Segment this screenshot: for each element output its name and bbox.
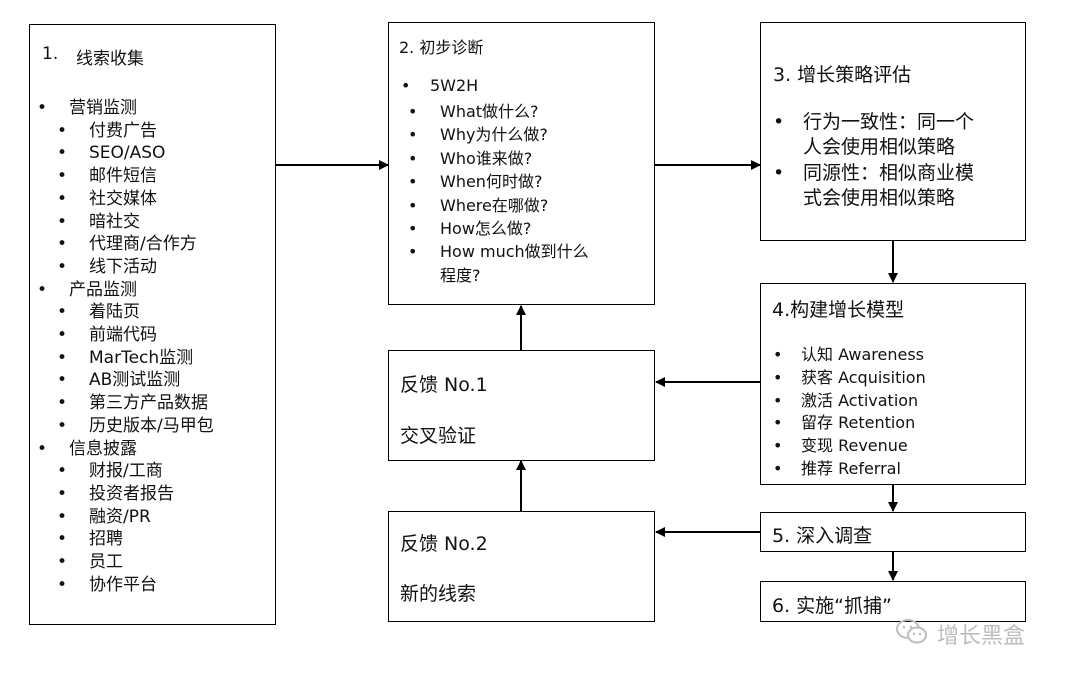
box3-bullet-marker: • bbox=[773, 162, 785, 184]
list-item: 邮件短信 bbox=[57, 165, 214, 188]
list-item: 推荐 Referral bbox=[773, 458, 926, 481]
list-item: 着陆页 bbox=[57, 301, 214, 324]
list-item: 暗社交 bbox=[57, 211, 214, 234]
list-item: 激活 Activation bbox=[773, 390, 926, 413]
box1-title: 线索收集 bbox=[76, 49, 144, 69]
box5-title: 5. 深入调查 bbox=[772, 525, 873, 547]
box1-title-number: 1. bbox=[42, 44, 59, 64]
group-product: 产品监测 bbox=[37, 279, 240, 302]
list-item: 协作平台 bbox=[57, 574, 214, 597]
group-label: 营销监测 bbox=[69, 98, 137, 118]
list-item: 获客 Acquisition bbox=[773, 367, 926, 390]
list-item: 历史版本/马甲包 bbox=[57, 415, 214, 438]
box2-bullet: 5W2H bbox=[430, 76, 479, 95]
box3-point1-line2: 人会使用相似策略 bbox=[803, 136, 956, 158]
list-item: MarTech监测 bbox=[57, 347, 214, 370]
list-item: 社交媒体 bbox=[57, 188, 214, 211]
box3-bullet-marker: • bbox=[773, 111, 785, 133]
list-item: 财报/工商 bbox=[57, 460, 214, 483]
group-marketing: 营销监测 bbox=[37, 97, 240, 120]
box-deep-investigation bbox=[760, 512, 1026, 552]
list-item: When何时做? bbox=[408, 170, 589, 194]
list-item-continuation: 程度? bbox=[440, 265, 481, 285]
group-label: 信息披露 bbox=[69, 438, 137, 459]
box2-list: What做什么? Why为什么做? Who谁来做? When何时做? Where… bbox=[408, 100, 589, 287]
list-item: 留存 Retention bbox=[773, 412, 926, 435]
box3-point1-line1: 行为一致性：同一个 bbox=[803, 111, 975, 133]
box-feedback-2 bbox=[388, 511, 655, 622]
box-implement-capture bbox=[760, 581, 1026, 622]
list-item: AB测试监测 bbox=[57, 369, 214, 392]
list-item: 认知 Awareness bbox=[773, 344, 926, 367]
box4-title: 4.构建增长模型 bbox=[772, 299, 905, 321]
list-item: Who谁来做? bbox=[408, 147, 589, 171]
list-item: 付费广告 bbox=[57, 120, 214, 143]
list-item: 融资/PR bbox=[57, 506, 214, 529]
list-item: SEO/ASO bbox=[57, 142, 214, 165]
box4-list: 认知 Awareness 获客 Acquisition 激活 Activatio… bbox=[773, 344, 926, 481]
box3-title: 3. 增长策略评估 bbox=[773, 64, 912, 86]
box2-bullet-marker: • bbox=[401, 76, 411, 95]
box-feedback-1 bbox=[388, 350, 655, 461]
watermark-text: 增长黑盒 bbox=[937, 624, 1026, 649]
box3-point2-line2: 式会使用相似策略 bbox=[803, 187, 956, 209]
box1-list: 营销监测 付费广告 SEO/ASO 邮件短信 社交媒体 暗社交 代理商/合作方 … bbox=[37, 97, 214, 597]
list-item: 第三方产品数据 bbox=[57, 392, 214, 415]
list-item: 线下活动 bbox=[57, 256, 214, 279]
box6-title: 6. 实施“抓捕” bbox=[772, 595, 892, 617]
list-item: 代理商/合作方 bbox=[57, 233, 214, 256]
list-item: 投资者报告 bbox=[57, 483, 214, 506]
box-strategy-evaluation bbox=[760, 22, 1026, 241]
group-label: 产品监测 bbox=[69, 279, 137, 300]
list-item: 员工 bbox=[57, 551, 214, 574]
list-item: 前端代码 bbox=[57, 324, 214, 347]
feedback2-body: 新的线索 bbox=[400, 583, 477, 605]
box3-point2-line1: 同源性：相似商业模 bbox=[803, 162, 975, 184]
box2-title: 2. 初步诊断 bbox=[399, 38, 484, 57]
list-item: Why为什么做? bbox=[408, 123, 589, 147]
list-item: What做什么? bbox=[408, 100, 589, 124]
feedback2-title: 反馈 No.2 bbox=[400, 533, 488, 555]
feedback1-title: 反馈 No.1 bbox=[400, 374, 488, 396]
wechat-icon bbox=[896, 619, 927, 644]
list-item: 招聘 bbox=[57, 528, 214, 551]
list-item: Where在哪做? bbox=[408, 194, 589, 218]
group-disclosure: 信息披露 bbox=[37, 438, 240, 461]
list-item: 变现 Revenue bbox=[773, 435, 926, 458]
list-item: How much做到什么 bbox=[408, 240, 589, 264]
feedback1-body: 交叉验证 bbox=[400, 425, 477, 447]
list-item: How怎么做? bbox=[408, 217, 589, 241]
